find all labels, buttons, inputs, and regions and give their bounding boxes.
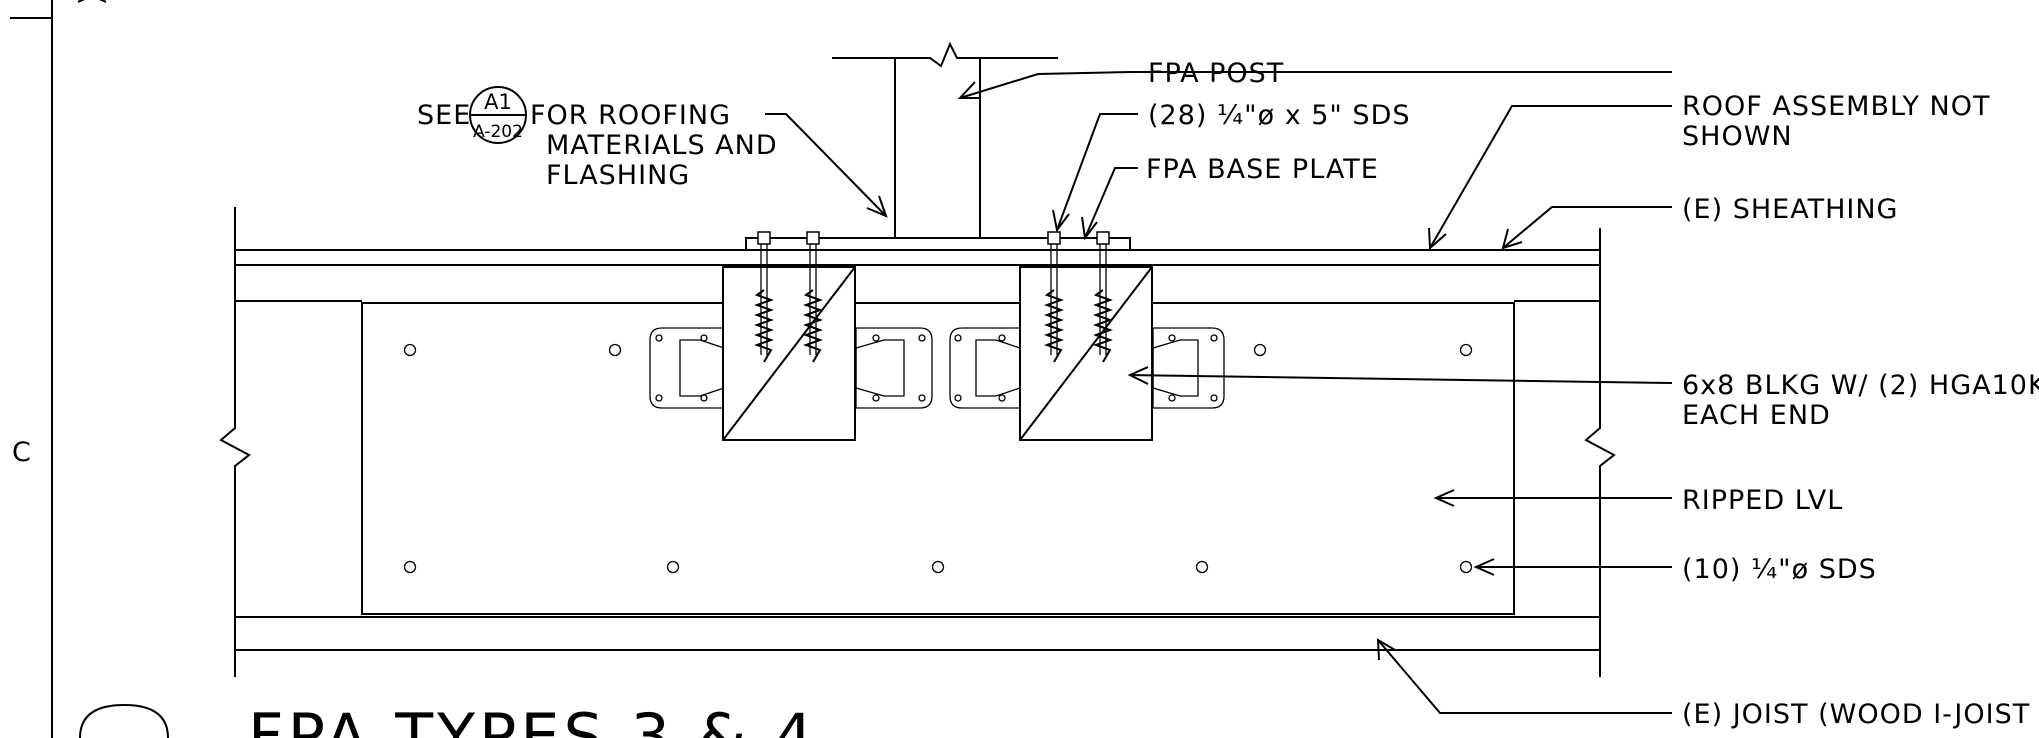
leader-lines: [765, 71, 1673, 714]
label-joist: (E) JOIST (WOOD I-JOIST: [1682, 699, 2030, 730]
screw-thread: [754, 289, 774, 363]
screw-thread: [803, 289, 823, 363]
screw-head: [757, 231, 771, 245]
leader-base-plate: [1084, 167, 1138, 239]
label-roof-assembly-line1: ROOF ASSEMBLY NOT: [1682, 91, 1990, 122]
arrowhead: [1473, 558, 1495, 576]
detail-number: A1: [484, 90, 512, 114]
sds-lag-screw: [803, 231, 823, 363]
label-sds-holes: (10) ¼"ø SDS: [1682, 554, 1877, 585]
detail-title-bubble: [79, 703, 169, 738]
arrowhead: [866, 195, 888, 218]
break-line-right: [1584, 228, 1616, 677]
clip-fastener: [998, 334, 1006, 342]
screw-thread: [1044, 289, 1064, 363]
sds-lag-screw: [754, 231, 774, 363]
label-see-line1: FOR ROOFING: [530, 100, 731, 131]
clip-fastener: [1168, 394, 1176, 402]
arrowhead: [1433, 489, 1455, 507]
sds-hole: [1459, 560, 1473, 574]
label-base-plate: FPA BASE PLATE: [1146, 154, 1379, 185]
arrowhead: [1376, 638, 1396, 661]
leader-see-ref: [765, 113, 887, 217]
screw-head: [1096, 231, 1110, 245]
blocking-diagonal: [722, 266, 856, 441]
label-ripped-lvl: RIPPED LVL: [1682, 485, 1843, 516]
label-roof-assembly-line2: SHOWN: [1682, 121, 1793, 152]
arrowhead: [1127, 366, 1149, 385]
sds-hole: [403, 343, 417, 357]
hga10k-clip-bend: [855, 339, 905, 397]
detail-bubble-top-arc: [77, 0, 107, 3]
label-fpa-post: FPA POST: [1148, 58, 1284, 89]
label-see: SEE: [417, 100, 471, 131]
sds-lag-screws: [754, 231, 1113, 363]
clip-fastener: [954, 334, 962, 342]
clip-fastener: [655, 334, 663, 342]
hga10k-clip: [649, 327, 725, 409]
sds-holes: [403, 343, 1473, 574]
arrowhead: [1081, 216, 1098, 241]
leader-joist: [1377, 639, 1672, 714]
label-blocking-line2: EACH END: [1682, 400, 1831, 431]
sheet-number: A-202: [473, 122, 523, 142]
arrowhead: [1428, 227, 1447, 251]
arrowhead: [1052, 209, 1070, 233]
hga10k-clip-bend: [975, 339, 1021, 397]
leader-sheathing: [1502, 206, 1672, 249]
arrowhead: [957, 81, 981, 99]
clip-fastener: [918, 394, 926, 402]
hga10k-clip-bend: [1152, 339, 1199, 397]
label-sds-screws: (28) ¼"ø x 5" SDS: [1148, 100, 1411, 131]
detail-title: FPA TYPES 3 & 4: [248, 700, 817, 738]
label-see-line2: MATERIALS AND: [546, 130, 778, 161]
grid-letter: C: [12, 437, 32, 468]
leader-fpa-post: [959, 71, 1672, 99]
clip-fastener: [872, 334, 880, 342]
screw-head: [1047, 231, 1061, 245]
hga10k-clip: [855, 327, 933, 409]
clip-fastener: [700, 394, 708, 402]
clip-fastener: [998, 394, 1006, 402]
hga10k-clip-bend: [679, 339, 725, 397]
clip-fastener: [1168, 334, 1176, 342]
post-break-line: [832, 41, 1058, 68]
sds-hole: [1253, 343, 1267, 357]
hga10k-clip: [1152, 327, 1225, 409]
sds-lag-screw: [1093, 231, 1113, 363]
blocking-diagonal: [1019, 266, 1153, 441]
sds-lag-screw: [1044, 231, 1064, 363]
break-line-left: [219, 207, 251, 677]
screw-thread: [1093, 289, 1113, 363]
screw-head: [806, 231, 820, 245]
hga10k-clips: [649, 327, 1225, 409]
sds-hole: [608, 343, 622, 357]
leader-blocking: [1129, 374, 1673, 384]
clip-fastener: [1210, 394, 1218, 402]
fpa-base-plate: [745, 237, 1131, 251]
sds-hole: [1195, 560, 1209, 574]
label-blocking-line1: 6x8 BLKG W/ (2) HGA10K: [1682, 370, 2039, 401]
label-sheathing: (E) SHEATHING: [1682, 194, 1898, 225]
clip-fastener: [1210, 334, 1218, 342]
ripped-lvl-rect: [361, 302, 1515, 615]
arrowhead: [1501, 228, 1523, 250]
hga10k-clip: [949, 327, 1021, 409]
sds-hole: [403, 560, 417, 574]
see-reference-callout: SEE A1 A-202 FOR ROOFING MATERIALS AND F…: [417, 86, 778, 191]
clip-fastener: [954, 394, 962, 402]
clip-fastener: [872, 394, 880, 402]
sds-hole: [931, 560, 945, 574]
sds-hole: [1459, 343, 1473, 357]
clip-fastener: [918, 334, 926, 342]
leader-sds: [1056, 113, 1138, 231]
sds-hole: [666, 560, 680, 574]
clip-fastener: [655, 394, 663, 402]
clip-fastener: [700, 334, 708, 342]
leader-roof-assembly: [1429, 105, 1672, 249]
label-see-line3: FLASHING: [546, 160, 690, 191]
